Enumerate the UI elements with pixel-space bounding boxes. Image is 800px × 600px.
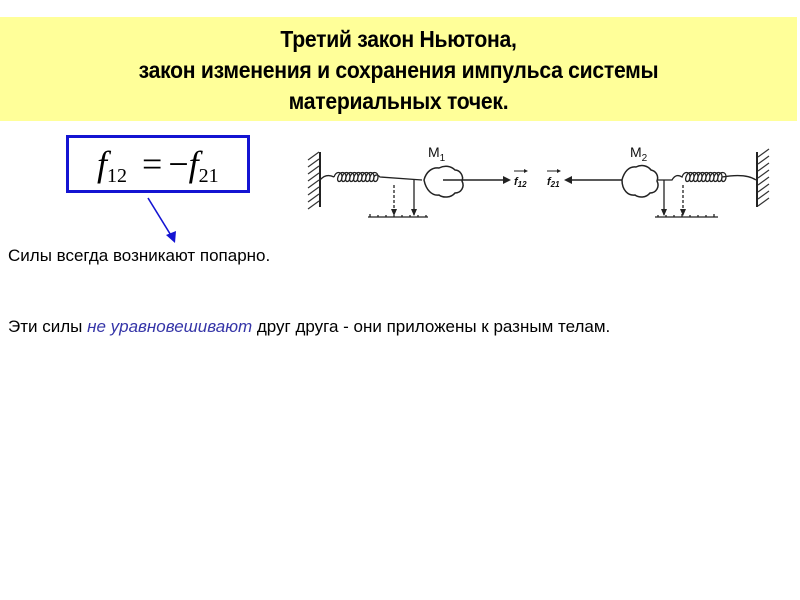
force-f21-label: f21 bbox=[547, 176, 560, 189]
formula-rhs-subscript: 21 bbox=[198, 165, 219, 187]
paragraph2-after: друг друга - они приложены к разным тела… bbox=[252, 317, 611, 336]
mass1-label: M1 bbox=[428, 144, 446, 164]
mass2-label: M2 bbox=[630, 144, 648, 164]
formula-lhs-subscript: 12 bbox=[107, 165, 128, 187]
title-line-3: материальных точек. bbox=[288, 88, 509, 114]
force-f12-label: f12 bbox=[514, 176, 527, 189]
newton-third-law-formula: f12 =−f21 bbox=[97, 142, 219, 198]
mass2-blob-icon bbox=[621, 164, 659, 198]
left-ruler-icon bbox=[368, 214, 428, 218]
right-wall-icon bbox=[756, 148, 770, 207]
formula-box: f12 =−f21 bbox=[66, 135, 250, 193]
formula-lhs-symbol: f bbox=[97, 144, 108, 184]
left-wall-icon bbox=[307, 151, 321, 210]
paragraph-forces-not-balanced: Эти силы не уравновешивают друг друга - … bbox=[8, 315, 748, 339]
title-banner: Третий закон Ньютона, закон изменения и … bbox=[0, 17, 797, 121]
paragraph-forces-in-pairs: Силы всегда возникают попарно. bbox=[8, 246, 271, 265]
title-line-2: закон изменения и сохранения импульса си… bbox=[138, 57, 659, 83]
title-line-1: Третий закон Ньютона, bbox=[280, 26, 517, 52]
paragraph2-before: Эти силы bbox=[8, 317, 88, 336]
spring-masses-diagram: M1 f12 f21 M2 bbox=[307, 144, 770, 218]
formula-equals: = bbox=[142, 144, 163, 184]
right-ruler-icon bbox=[655, 214, 718, 218]
right-spring-icon bbox=[658, 171, 757, 183]
mass1-blob-icon bbox=[423, 165, 464, 198]
left-spring-icon bbox=[319, 171, 423, 183]
pointer-arrow-icon bbox=[147, 197, 176, 243]
formula-rhs-symbol: f bbox=[188, 144, 199, 184]
emphasis-not-balanced: не уравновешивают bbox=[87, 317, 253, 336]
formula-minus: − bbox=[168, 144, 189, 184]
